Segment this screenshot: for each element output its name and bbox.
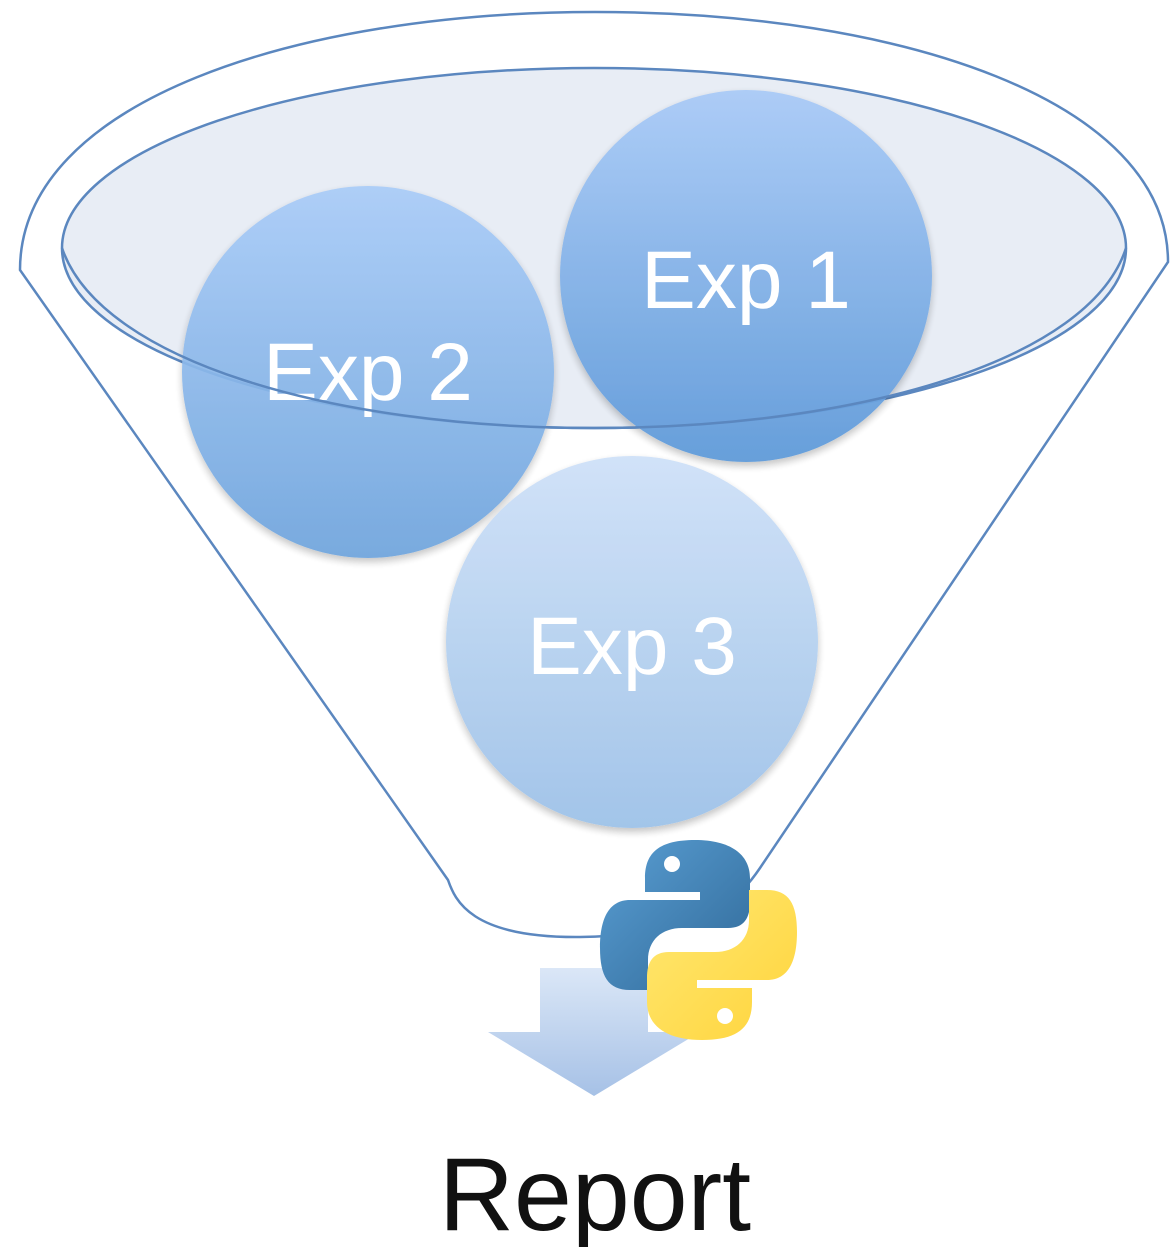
experiment-bubble-2: Exp 2 [182,186,554,558]
experiment-label-1: Exp 1 [641,235,851,326]
experiment-bubble-1: Exp 1 [560,90,932,462]
experiment-label-3: Exp 3 [527,601,737,692]
experiment-bubble-3: Exp 3 [446,456,818,828]
experiment-label-2: Exp 2 [263,327,473,418]
python-logo-icon [600,840,797,1040]
funnel-mouth-front [60,247,1128,430]
report-label: Report [439,1137,751,1247]
